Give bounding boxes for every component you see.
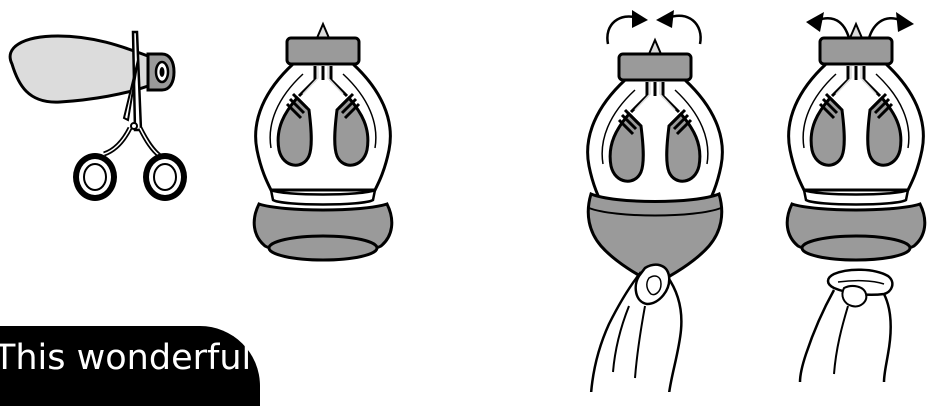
hand-icon: [798, 268, 894, 383]
illustration-stage: This wonderful: [0, 10, 927, 406]
device-released: [785, 22, 927, 383]
device-assembled: [252, 22, 394, 262]
hand-icon: [589, 263, 683, 392]
balloon-icon: [8, 34, 176, 104]
rotate-arrows-inward-icon: [606, 10, 702, 45]
device-pinched: [586, 38, 724, 392]
instruction-illustration: [8, 10, 927, 392]
scissors-icon: [73, 30, 187, 201]
caption-text: This wonderful: [0, 338, 252, 378]
